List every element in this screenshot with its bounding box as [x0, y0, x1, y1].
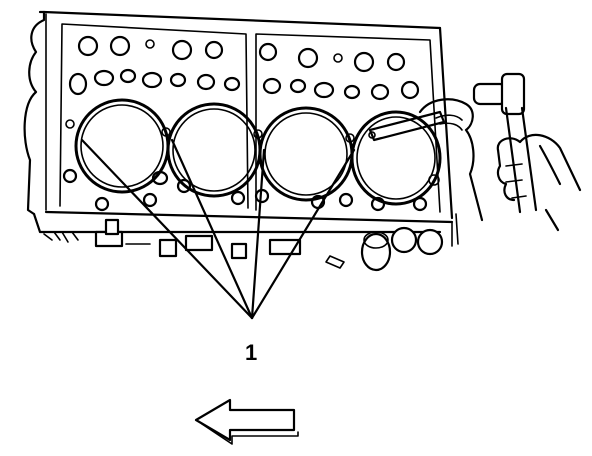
gasket-holes	[62, 35, 440, 212]
cylinder-bores	[74, 98, 442, 206]
engine-block	[23, 10, 454, 247]
lower-block-details	[43, 213, 459, 272]
hammer-and-punch-tool	[368, 72, 582, 232]
callout-leader-lines	[80, 138, 356, 320]
direction-arrow-left-icon	[194, 398, 299, 445]
callout-number-label: 1	[245, 340, 257, 365]
